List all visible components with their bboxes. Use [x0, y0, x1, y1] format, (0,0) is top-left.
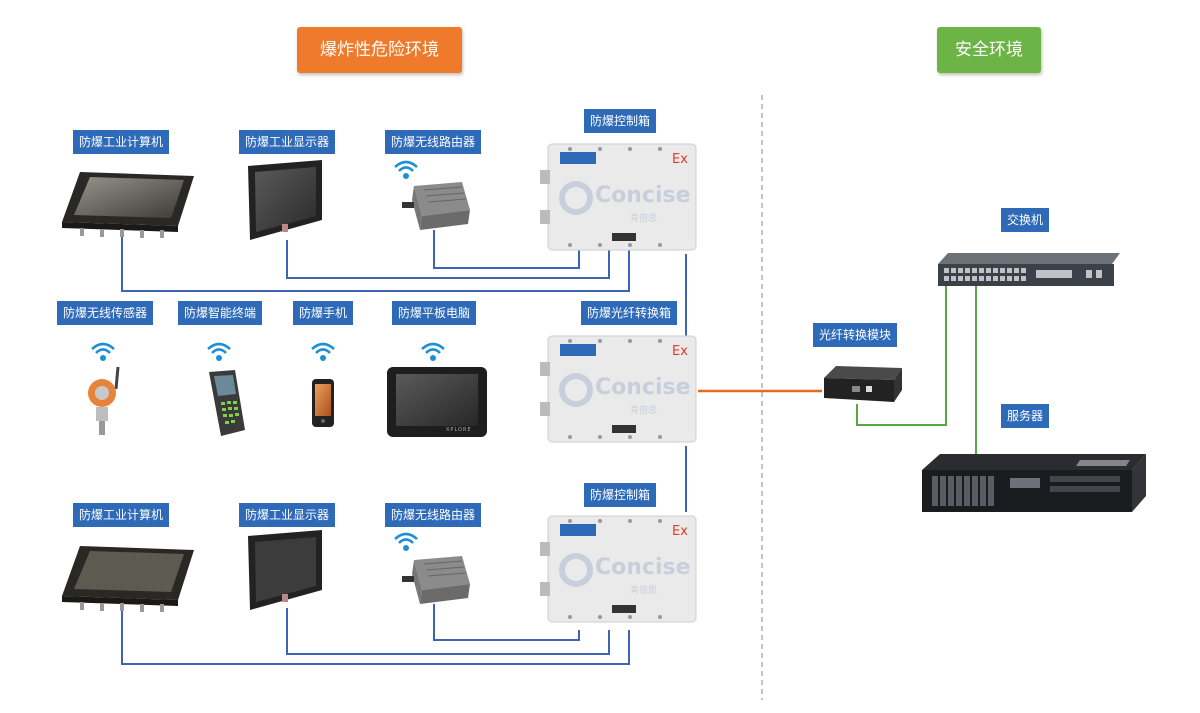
bottom-industrial-computer	[62, 546, 194, 612]
top-industrial-display	[248, 160, 322, 240]
fiber-converter-module	[824, 366, 902, 402]
bottom-box-logo: Concise	[595, 555, 691, 580]
wire-top-display	[286, 240, 610, 279]
label-switch: 交换机	[1001, 208, 1050, 232]
wire-module-switch	[856, 286, 947, 426]
wire-bottom-display	[286, 608, 610, 655]
explosion-proof-tablet	[387, 367, 487, 437]
label-bottom-computer: 防爆工业计算机	[73, 503, 170, 527]
label-top-router: 防爆无线路由器	[385, 130, 482, 154]
fiber-box-logo-cn: 肯倍思	[630, 406, 658, 416]
fiber-box-ex-mark: Ex	[672, 344, 688, 359]
bottom-control-box	[540, 515, 697, 623]
top-box-logo: Concise	[595, 183, 691, 208]
top-box-ex-mark: Ex	[672, 152, 688, 167]
label-bottom-display: 防爆工业显示器	[239, 503, 336, 527]
label-top-display: 防爆工业显示器	[239, 130, 336, 154]
tablet-wifi-icon	[421, 342, 445, 361]
label-terminal: 防爆智能终端	[178, 301, 263, 325]
label-fiber-module: 光纤转换模块	[813, 323, 898, 347]
wire-bottom-router	[433, 604, 580, 641]
top-router-wifi-icon	[394, 160, 418, 179]
label-phone: 防爆手机	[293, 301, 354, 325]
bottom-wireless-router	[402, 556, 470, 604]
smart-terminal	[209, 370, 245, 436]
label-bottom-router: 防爆无线路由器	[385, 503, 482, 527]
bottom-box-ex-mark: Ex	[672, 524, 688, 539]
top-wireless-router	[402, 182, 470, 230]
terminal-wifi-icon	[207, 342, 231, 361]
safe-zone-title: 安全环境	[937, 27, 1041, 73]
rack-server	[922, 454, 1146, 512]
fiber-conversion-box	[540, 335, 697, 443]
bottom-industrial-display	[248, 530, 322, 610]
label-top-box: 防爆控制箱	[584, 109, 657, 133]
hazard-zone-title: 爆炸性危险环境	[297, 27, 462, 73]
explosion-proof-phone	[312, 379, 334, 427]
bottom-box-logo-cn: 肯倍思	[630, 586, 658, 596]
wire-top-computer	[121, 232, 630, 292]
top-industrial-computer	[62, 172, 194, 238]
label-server: 服务器	[1001, 404, 1050, 428]
label-sensor: 防爆无线传感器	[57, 301, 154, 325]
wire-top-router	[433, 230, 580, 269]
wireless-sensor	[88, 366, 120, 435]
label-fiber-box: 防爆光纤转换箱	[581, 301, 678, 325]
bottom-router-wifi-icon	[394, 532, 418, 551]
label-tablet: 防爆平板电脑	[392, 301, 477, 325]
network-switch	[938, 253, 1120, 286]
label-top-computer: 防爆工业计算机	[73, 130, 170, 154]
sensor-wifi-icon	[91, 342, 115, 361]
label-bottom-box: 防爆控制箱	[584, 483, 657, 507]
top-control-box	[540, 143, 697, 251]
phone-wifi-icon	[311, 342, 335, 361]
fiber-box-logo: Concise	[595, 375, 691, 400]
top-box-logo-cn: 肯倍思	[630, 214, 658, 224]
wire-bottom-computer	[121, 608, 630, 665]
tablet-brand: XPLORE	[446, 427, 472, 433]
